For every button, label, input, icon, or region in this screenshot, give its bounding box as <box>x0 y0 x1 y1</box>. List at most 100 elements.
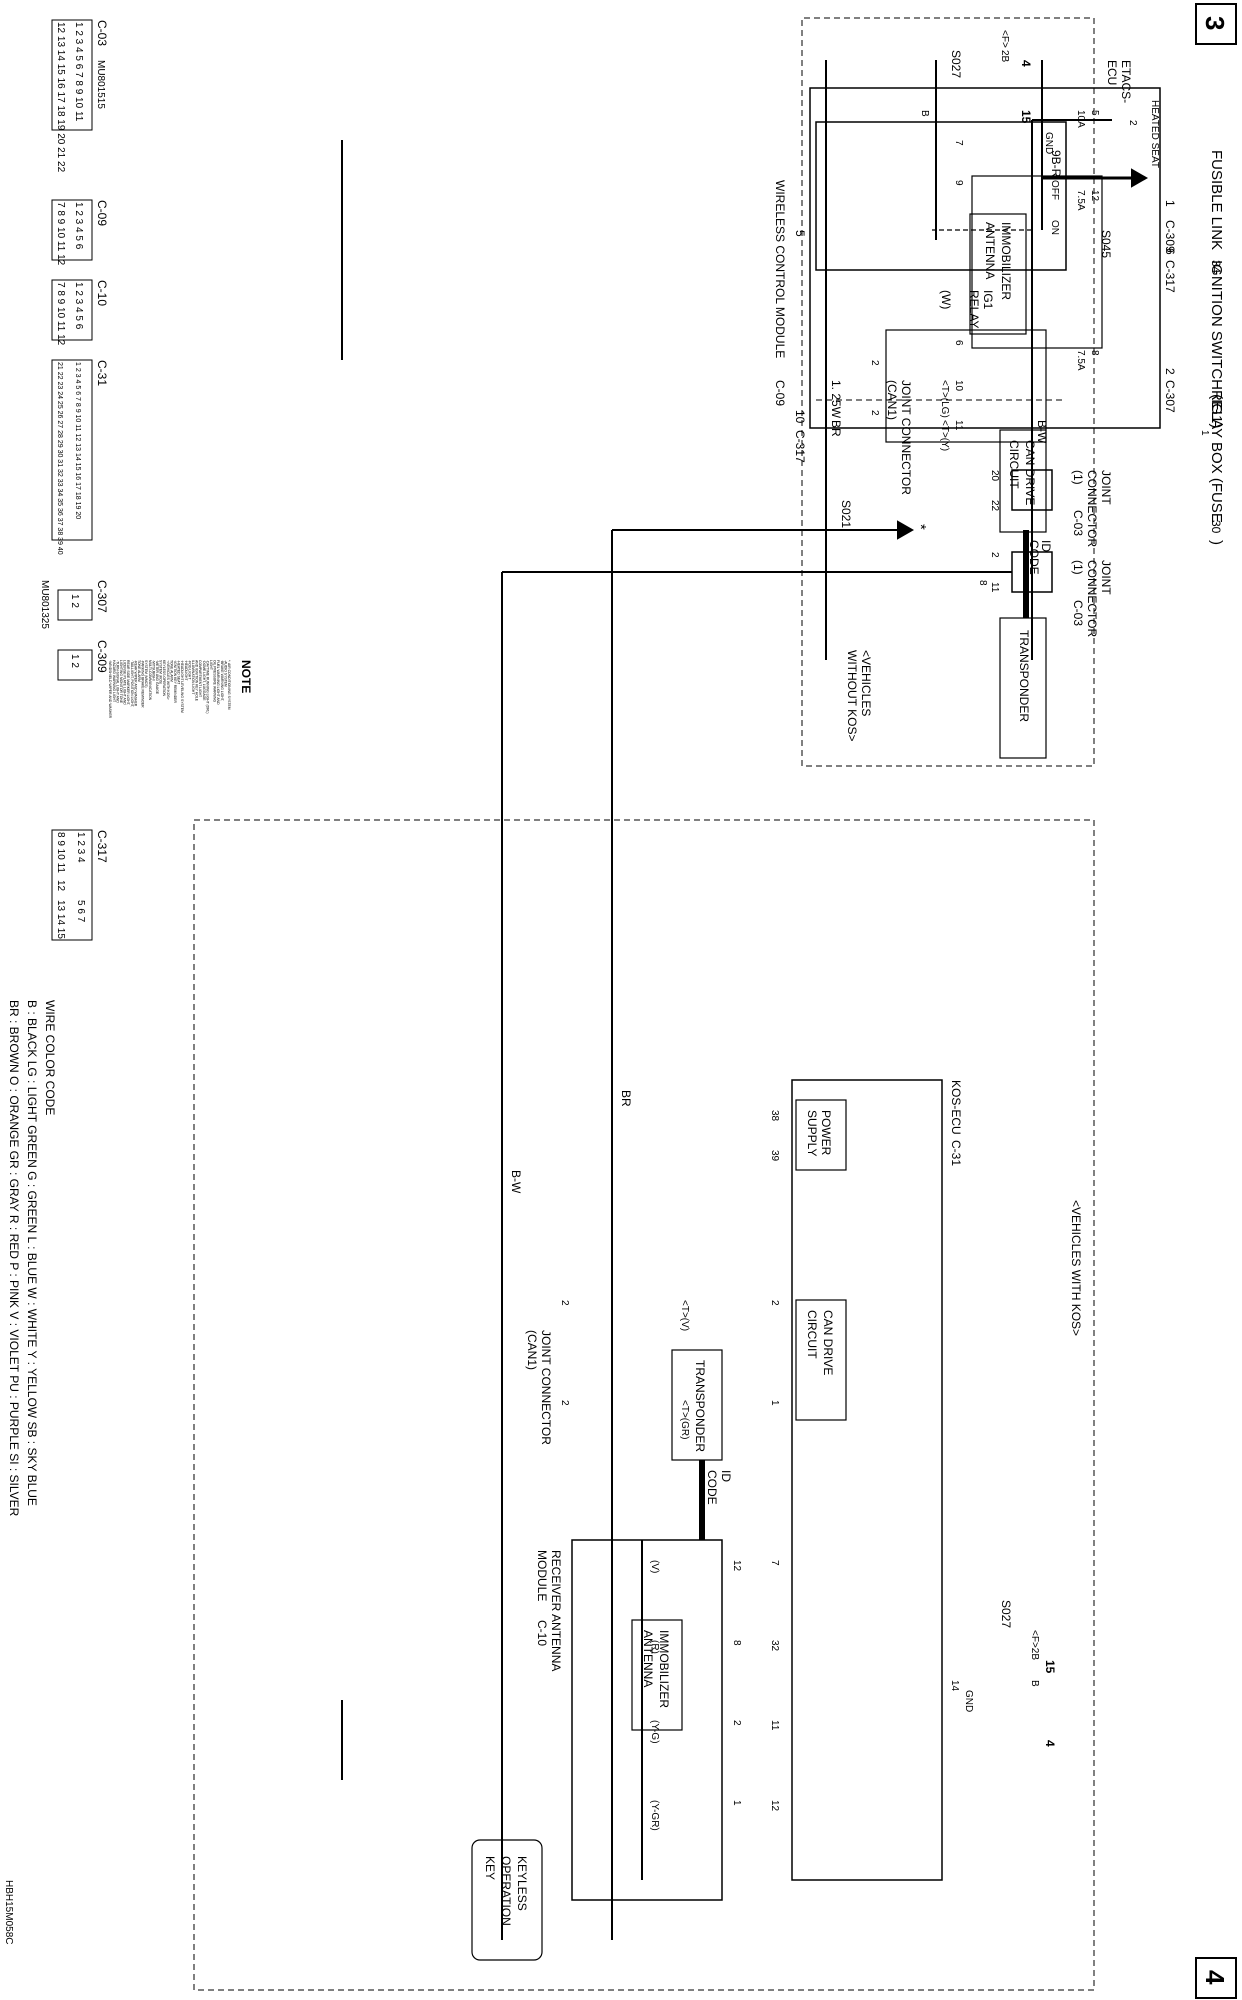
c309-name: C-309 <box>95 640 109 673</box>
joint-a-conn: C-03 <box>1071 600 1085 626</box>
fuse12-num: 12 <box>1089 190 1100 202</box>
c10-row1: 1 2 3 4 5 6 <box>73 282 84 330</box>
kos-badge-2b: 2 <box>559 1400 570 1406</box>
fuse5-val: 10A <box>1075 110 1086 128</box>
conn-c317-label: C-317 <box>1163 260 1177 293</box>
note-line: *: AIR CONDITIONING SYSTEM <box>227 660 231 710</box>
rcv-pin-12: 12 <box>731 1560 742 1572</box>
note-line: SYSTEM (MMCS) <box>144 660 148 688</box>
note-line: KEYLESS OPERATION <box>162 660 166 697</box>
heated-seat-label: HEATED SEAT <box>1149 100 1160 168</box>
kos-wire-r: (R) <box>649 1640 660 1654</box>
fusible-link-label: FUSIBLE LINK <box>1208 150 1225 250</box>
wcm-badge-2b: 2 <box>869 410 880 416</box>
joint-pin-22: 22 <box>989 500 1000 512</box>
kos-power-b: SUPPLY <box>805 1110 819 1156</box>
relay-box-fuse-num: 30 <box>1209 520 1223 534</box>
note-line: COMPARTMENT LIGHT <box>198 660 202 697</box>
c10-row2: 7 8 9 10 11 12 <box>55 282 66 346</box>
fuse12-val: 7.5A <box>1075 190 1086 211</box>
wcm-inner-can <box>885 329 1047 443</box>
kos-wire-br: BR <box>619 1090 633 1107</box>
kos-ecu-conn: C-31 <box>949 1140 963 1166</box>
note-line: SYSTEM (KOS) <box>159 660 163 684</box>
etacs-ecu-box <box>809 87 1161 429</box>
joint-b-conn: C-03 <box>1071 510 1085 536</box>
keyless-a: KEYLESS <box>515 1856 529 1911</box>
pin-6-label: 6 <box>1163 248 1177 255</box>
fusible-link-num: 34 <box>1209 260 1223 274</box>
joint-pin-2: 2 <box>989 552 1000 558</box>
joint-a-line2: CONNECTOR <box>1085 560 1099 637</box>
kos-pin-38: 38 <box>769 1110 780 1122</box>
c03-part: MU801515 <box>95 60 106 109</box>
note-line: LIGHT <box>209 660 213 670</box>
wcm-box <box>815 121 1067 271</box>
wcm-conn: C-09 <box>773 380 787 406</box>
c31-row1: 1 2 3 4 5 6 7 8 9 10 11 12 13 14 15 16 1… <box>74 362 81 519</box>
joint-pin-11: 11 <box>989 582 1000 593</box>
receiver-conn: C-10 <box>535 1620 549 1646</box>
kos-joint-can-a: JOINT CONNECTOR <box>539 1330 553 1445</box>
etacs-pin-5: 5 <box>793 230 807 237</box>
receiver-label-a: RECEIVER ANTENNA <box>549 1550 563 1671</box>
note-line: TONE ALARM <box>169 660 173 682</box>
vehicles-without-b: WITHOUT KOS> <box>845 650 859 741</box>
page-number-box-right <box>1195 1957 1237 1999</box>
note-line: REAR SIDE MARKER LIGHT, <box>126 660 130 705</box>
star-marker: * <box>912 524 929 530</box>
kos-can-drive-box <box>795 1299 847 1421</box>
relay-off: OFF <box>1049 180 1060 200</box>
note-line: HAZARD WARNING LIGHT <box>112 660 116 702</box>
wire-w-label: (W) <box>939 290 953 309</box>
kos-id-b: CODE <box>705 1470 719 1505</box>
connector-c31-box <box>51 359 93 541</box>
kos-can-a: CAN DRIVE <box>821 1310 835 1375</box>
badge-1: 1 <box>1199 430 1210 436</box>
relay-box-close: ) <box>1208 540 1225 545</box>
note-line: ·WINDSHIELD WIPER AND WASHER <box>108 660 112 719</box>
ig1-relay-subbox <box>971 175 1103 349</box>
joint-connector-b <box>1011 469 1053 511</box>
note-lines: *: AIR CONDITIONING SYSTEM·AUDIO SYSTEM ·… <box>108 660 231 719</box>
note-line: ILLUMINATION LIGHT <box>191 660 195 694</box>
receiver-antenna-module-box <box>571 1539 723 1901</box>
kos-id-a: ID <box>719 1470 733 1482</box>
wcm-id-b: CODE <box>1027 540 1041 575</box>
fuse5-num: 5 <box>1089 110 1100 116</box>
c307-part: MU801325 <box>39 580 50 629</box>
kos-pin-2: 2 <box>769 1300 780 1306</box>
wcm-immobilizer-b: ANTENNA <box>983 222 997 279</box>
connector-c09-box <box>51 199 93 261</box>
c09-name: C-09 <box>95 200 109 226</box>
c31-row2: 21 22 23 24 25 26 27 28 29 30 31 32 33 3… <box>56 362 63 555</box>
c317-name: C-317 <box>95 830 109 863</box>
note-line: FUEL WARNING LIGHT AND <box>216 660 220 705</box>
kos-gnd: GND <box>963 1690 974 1712</box>
wcm-transponder: TRANSPONDER <box>1017 630 1031 722</box>
kos-pin-7: 7 <box>769 1560 780 1566</box>
fuse8-val: 7.5A <box>1075 350 1086 371</box>
joint-wire-bw: B-W <box>1035 420 1049 444</box>
joint-b-line2: CONNECTOR <box>1085 470 1099 547</box>
relay-on: ON <box>1049 220 1060 235</box>
note-line: ·DOME LIGHT, LUGGAGE <box>202 660 206 701</box>
kos-ecu-label: KOS-ECU <box>949 1080 963 1135</box>
conn-c309-label: C-309 <box>1163 220 1177 253</box>
vehicles-with-kos-region <box>193 819 1095 1991</box>
c03-name: C-03 <box>95 20 109 46</box>
c309-row1: 1 2 <box>69 654 80 668</box>
wcm-wire-2b: 2B <box>999 50 1010 63</box>
wcm-immobilizer-box <box>969 213 1027 335</box>
note-line: ·DAYTIME RUNNING LIGHT (DRL) <box>205 660 209 714</box>
c317-mid: 12 <box>55 880 66 892</box>
c03-row1: 1 2 3 4 5 6 7 8 9 10 11 <box>73 22 84 122</box>
kos-wire-yg: (Y-G) <box>649 1720 660 1744</box>
note-line: ·FOG LIGHT <box>187 660 191 679</box>
wcm-pin-6: 6 <box>953 340 964 346</box>
wcm-badge-15: 15 <box>1019 110 1033 124</box>
note-line: TONE ALARM <box>137 660 141 682</box>
note-line: ·AUDIO SYSTEM <box>223 660 227 687</box>
wcm-t-y: <T>(Y) <box>939 420 950 451</box>
